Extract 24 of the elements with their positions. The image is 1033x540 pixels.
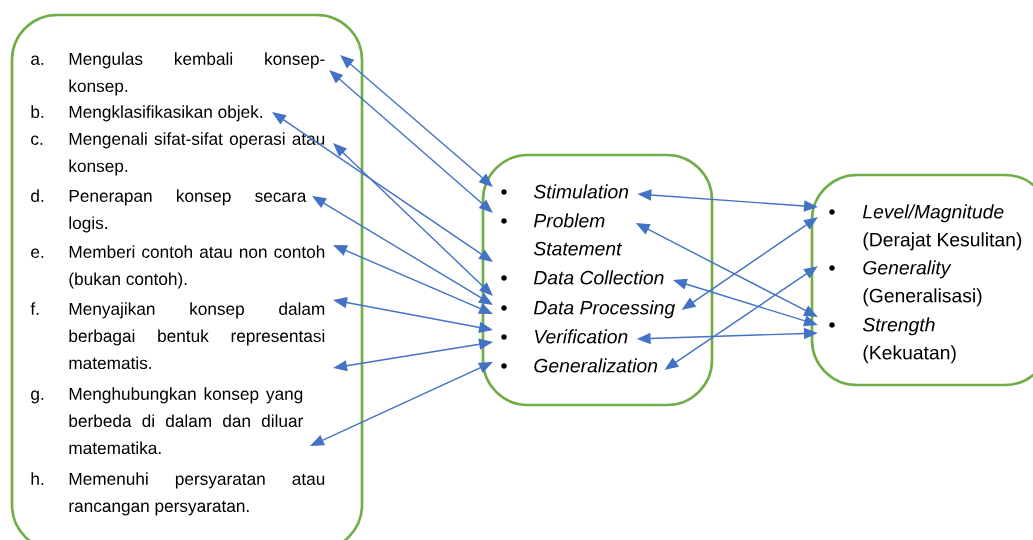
bullet-item: Data Collection	[533, 270, 664, 285]
list-item: e. Memberi contoh atau non contoh (bukan contoh).	[31, 245, 325, 289]
arrow	[272, 112, 493, 262]
list-item: a. Mengulas kembali konsep-konsep.	[31, 52, 325, 96]
bullet-item: Generalization	[534, 358, 658, 373]
arrow	[340, 55, 493, 187]
bullet-item: Level/Magnitude (Derajat Kesulitan)	[862, 204, 1022, 251]
list-item: f. Menyajikan konsep dalam berbagai bentuk representasi matematis.	[30, 302, 325, 370]
rounded-box	[810, 173, 1033, 387]
rounded-box	[481, 153, 714, 407]
bullet-item: Problem Statement	[533, 213, 623, 256]
arrow	[333, 143, 493, 296]
arrow	[329, 70, 493, 213]
list-item: h. Memenuhi persyaratan atau rancangan persyaratan.	[31, 472, 325, 516]
list-item: g. Menghubungkan konsep yang berbeda di dalam dan diluar matematika.	[31, 387, 303, 455]
bullet-item: Generality (Generalisasi)	[863, 260, 982, 307]
rounded-box	[10, 13, 364, 540]
bullet-item: Data Processing	[533, 300, 675, 319]
bullet-item: Stimulation	[533, 184, 629, 199]
list-item: b. Mengklasifikasikan objek.	[31, 105, 262, 122]
bullet-item: Strength (Kekuatan)	[862, 317, 956, 364]
arrow	[312, 196, 493, 305]
bullet-item: Verification	[535, 329, 628, 344]
list-item: d. Penerapan konsep secara logis.	[31, 189, 307, 233]
